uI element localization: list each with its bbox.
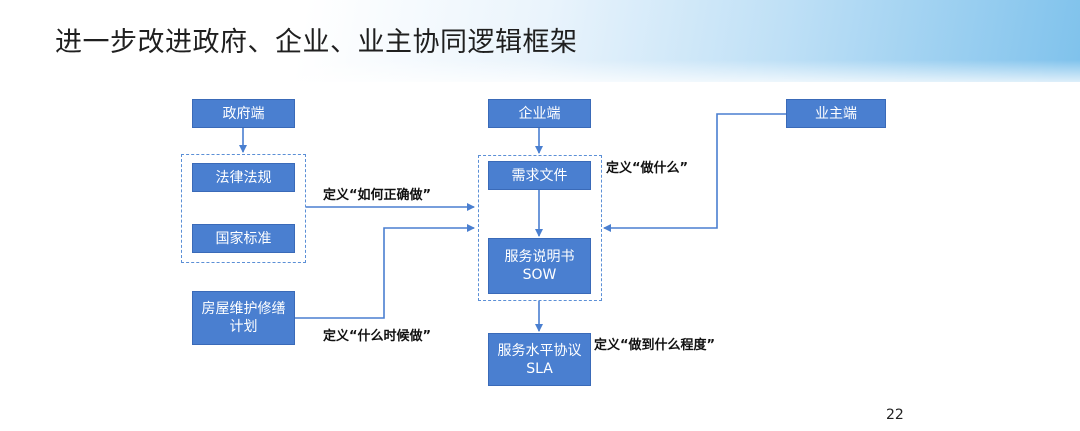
enterprise-node: 企业端 bbox=[488, 99, 591, 128]
sla-node: 服务水平协议 SLA bbox=[488, 333, 591, 386]
sow-node: 服务说明书 SOW bbox=[488, 238, 591, 294]
laws-node: 法律法规 bbox=[192, 163, 295, 192]
label-define-how: 定义“如何正确做” bbox=[323, 188, 432, 203]
arrow-plan-to-enterprise bbox=[294, 224, 475, 319]
slide-title: 进一步改进政府、企业、业主协同逻辑框架 bbox=[55, 27, 578, 58]
housing-plan-node: 房屋维护修缮 计划 bbox=[192, 291, 295, 345]
header-fade bbox=[0, 60, 1080, 90]
label-define-what: 定义“做什么” bbox=[606, 161, 689, 176]
enterprise-docs-group bbox=[478, 155, 602, 301]
label-define-when: 定义“什么时候做” bbox=[323, 329, 432, 344]
gov-node: 政府端 bbox=[192, 99, 295, 128]
requirements-node: 需求文件 bbox=[488, 161, 591, 190]
owner-node: 业主端 bbox=[786, 99, 886, 128]
page-number: 22 bbox=[886, 407, 904, 423]
label-define-extent: 定义“做到什么程度” bbox=[594, 338, 716, 353]
arrow-owner-to-enterprise bbox=[603, 113, 786, 232]
standards-node: 国家标准 bbox=[192, 224, 295, 253]
laws-standards-group bbox=[181, 154, 306, 263]
